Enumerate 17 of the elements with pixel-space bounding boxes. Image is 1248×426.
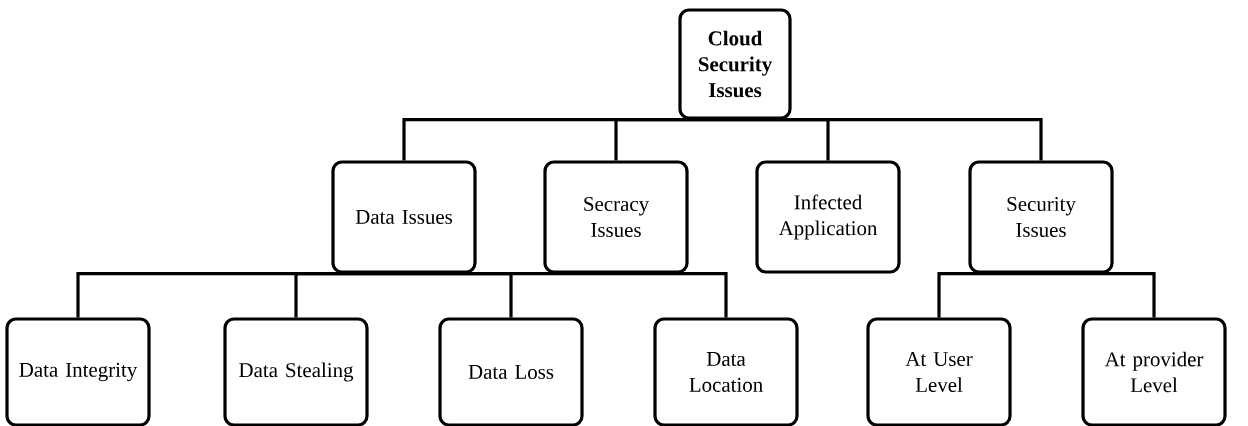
category-box: Data Loss <box>438 317 584 426</box>
connector-line <box>404 272 728 318</box>
connector-line <box>1041 272 1156 318</box>
category-box: At User Level <box>866 317 1012 426</box>
connector-line <box>937 272 1041 318</box>
category-box: Security Issues <box>968 160 1114 274</box>
category-box: Cloud Security Issues <box>678 8 792 120</box>
category-box: At provider Level <box>1081 317 1227 426</box>
connector-line <box>614 118 735 161</box>
connector-line <box>735 118 1043 161</box>
category-box: Data Stealing <box>223 317 369 426</box>
category-box: Data Issues <box>331 160 477 274</box>
category-box: Infected Application <box>755 160 901 274</box>
category-box: Data Location <box>653 317 799 426</box>
connector-line <box>294 272 404 318</box>
category-box: Data Integrity <box>5 317 151 426</box>
category-box: Secracy Issues <box>543 160 689 274</box>
